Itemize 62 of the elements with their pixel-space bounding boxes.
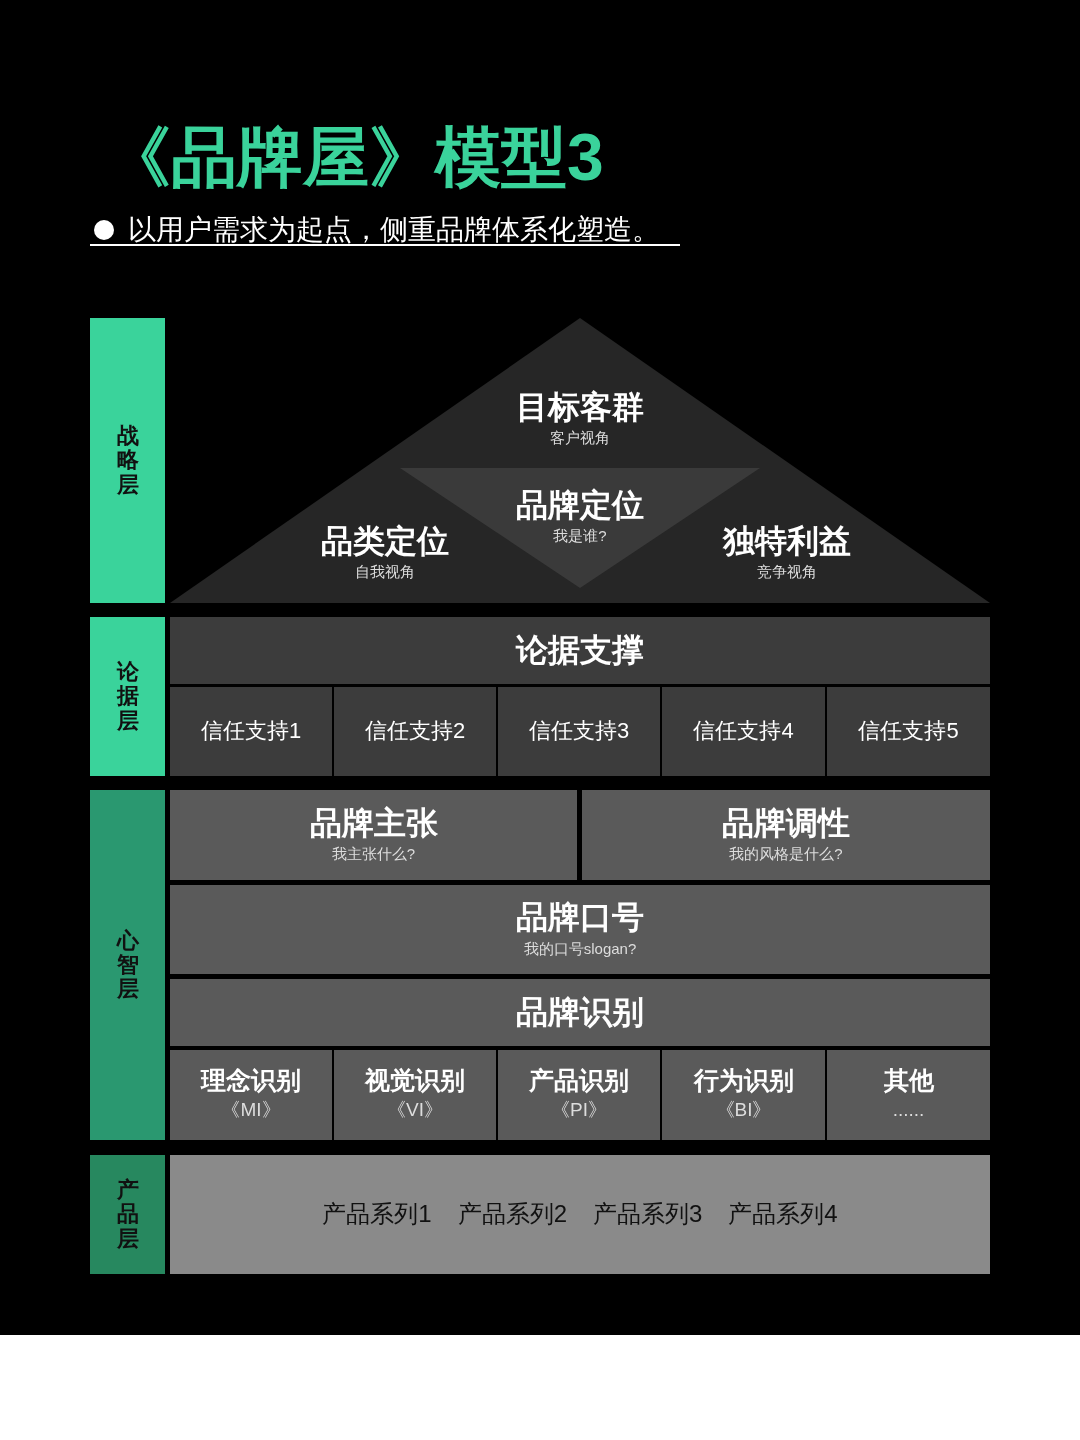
slogan-band [170, 885, 990, 974]
heading: 视觉识别 [365, 1064, 465, 1095]
heading: 品牌识别 [516, 993, 644, 1032]
series-label: 产品系列3 [593, 1200, 703, 1229]
identity-block [334, 1050, 496, 1140]
identity-block [498, 1050, 660, 1140]
cell-label: 信任支持5 [858, 718, 959, 745]
heading: 论据支撑 [516, 631, 644, 670]
heading: 品牌口号 [516, 898, 644, 937]
claim-block [170, 790, 577, 880]
cell-label: 信任支持1 [200, 718, 302, 745]
heading: 目标客群 [516, 388, 644, 427]
heading: 其他 [883, 1064, 934, 1095]
identity-band [170, 979, 990, 1046]
layer-bar [90, 617, 165, 776]
layer-label: 论据层 [115, 660, 140, 733]
roof-triangle [170, 318, 990, 603]
header-band [170, 617, 990, 684]
cell-label: 信任支持3 [528, 718, 630, 745]
identity-block [827, 1050, 990, 1140]
layer-label: 心智层 [115, 928, 140, 1002]
subheading: 我的风格是什么? [729, 844, 843, 865]
heading: 品类定位 [321, 521, 449, 561]
title: 《品牌屋》模型3 [105, 119, 604, 196]
subheading: 我主张什么? [331, 844, 416, 865]
layer-bar [90, 790, 165, 1140]
subheading: 我的口号slogan? [523, 938, 637, 959]
heading: 产品识别 [529, 1064, 629, 1095]
cell-label: 信任支持4 [693, 718, 794, 745]
support-block [334, 687, 496, 776]
subheading: 我是谁? [553, 526, 607, 547]
heading: 理念识别 [201, 1064, 301, 1095]
layer-label: 战略层 [115, 424, 140, 497]
layer-label: 产品层 [115, 1178, 140, 1251]
cell-label: 信任支持2 [364, 718, 466, 745]
support-block [498, 687, 660, 776]
heading: 独特利益 [723, 521, 851, 561]
subtitle: 以用户需求为起点，侧重品牌体系化塑造。 [128, 213, 660, 247]
heading: 品牌定位 [516, 486, 644, 525]
layer-bar [90, 318, 165, 603]
subheading: 竞争视角 [757, 562, 817, 583]
subheading: 《BI》 [715, 1097, 772, 1122]
heading: 品牌主张 [309, 803, 438, 843]
series-label: 产品系列2 [457, 1200, 567, 1229]
support-block [662, 687, 825, 776]
series-label: 产品系列1 [322, 1200, 432, 1229]
subheading: 《VI》 [387, 1097, 443, 1122]
tone-block [582, 790, 990, 880]
heading: 行为识别 [693, 1064, 794, 1095]
layer-bar [90, 1155, 165, 1274]
series-label: 产品系列4 [728, 1200, 838, 1229]
subheading: 客户视角 [550, 428, 610, 449]
heading: 品牌调性 [722, 803, 850, 843]
support-block [827, 687, 990, 776]
subheading: 《PI》 [551, 1097, 607, 1122]
identity-block [170, 1050, 332, 1140]
subheading: 自我视角 [355, 562, 415, 583]
subheading: ...... [892, 1097, 925, 1122]
product-band [170, 1155, 990, 1274]
identity-block [662, 1050, 825, 1140]
subheading: 《MI》 [221, 1097, 281, 1122]
support-block [170, 687, 332, 776]
